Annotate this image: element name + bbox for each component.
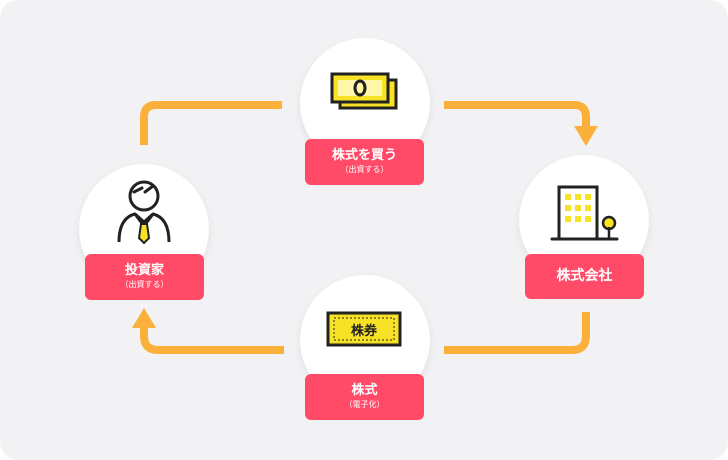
investor-subtitle: （出資する） (120, 280, 169, 289)
arrowhead-down (574, 126, 598, 146)
arrow-investor-to-buy (140, 101, 282, 145)
banknotes-icon (330, 72, 398, 110)
company-title: 株式会社 (556, 268, 613, 284)
businessman-icon (117, 180, 171, 245)
buy-title: 株式を買う (331, 148, 397, 163)
stock-certificate-icon: 株券 (326, 311, 402, 347)
investor-title: 投資家 (124, 263, 164, 278)
company-label: 株式会社 (525, 254, 644, 299)
buy-subtitle: （出資する） (340, 165, 389, 174)
arrow-company-to-stock (444, 312, 590, 354)
investor-label: 投資家 （出資する） (85, 254, 204, 300)
office-building-icon (550, 185, 619, 241)
stock-subtitle: （電子化） (344, 400, 385, 409)
arrowhead-up (132, 308, 156, 328)
arrow-stock-to-investor (140, 327, 284, 354)
stock-label: 株式 （電子化） (305, 374, 424, 420)
arrow-buy-to-company (444, 101, 590, 127)
stock-title: 株式 (351, 383, 378, 398)
buy-label: 株式を買う （出資する） (305, 139, 424, 185)
certificate-text: 株券 (351, 323, 378, 339)
